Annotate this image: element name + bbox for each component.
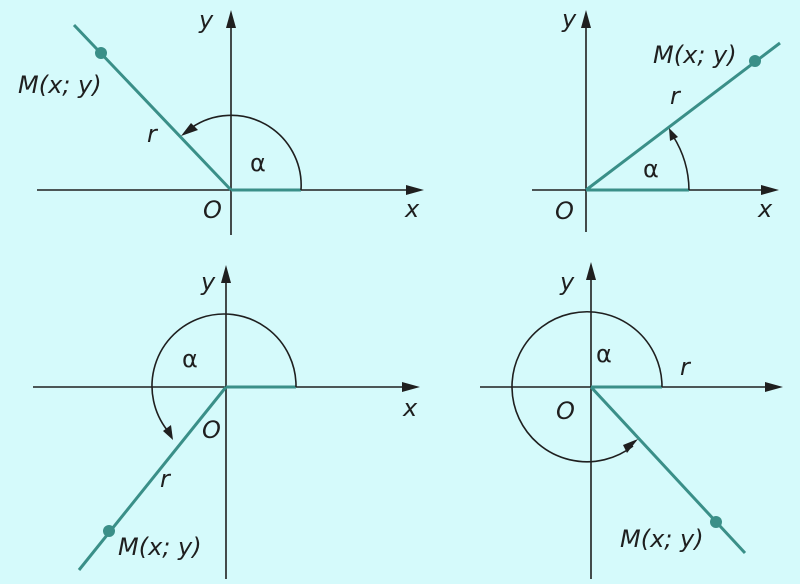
radius-label: r (680, 353, 692, 381)
panel-top-right: y x O α r M(x; y) (532, 5, 781, 232)
x-axis-label: x (402, 394, 418, 422)
x-axis-arrow-icon (406, 185, 424, 195)
angle-label: α (643, 155, 659, 183)
point-m (95, 47, 107, 59)
y-axis-arrow-icon (221, 265, 231, 283)
point-m (103, 525, 115, 537)
radius-label: r (160, 465, 172, 493)
radius-label: r (147, 120, 159, 148)
origin-label: O (556, 397, 575, 425)
x-axis-label: x (404, 195, 420, 223)
origin-label: O (202, 416, 221, 444)
point-m (710, 516, 722, 528)
y-axis-label: y (198, 6, 214, 34)
panel-bottom-right: y O α r M(x; y) (480, 262, 783, 579)
angle-arc-arrow-icon (181, 123, 198, 136)
radius-label: r (670, 82, 682, 110)
angle-arc (151, 313, 297, 431)
x-axis-arrow-icon (761, 185, 779, 195)
terminal-ray (77, 386, 228, 571)
angle-label: α (596, 340, 612, 368)
angle-arc-arrow-icon (623, 439, 638, 453)
point-label: M(x; y) (620, 525, 704, 553)
panel-top-left: y x O α r M(x; y) (18, 6, 424, 235)
y-axis-label: y (559, 268, 575, 296)
point-m (749, 55, 761, 67)
angle-label: α (250, 149, 266, 177)
terminal-ray (585, 41, 781, 192)
angle-arc-arrow-icon (669, 128, 678, 141)
x-axis-arrow-icon (765, 382, 783, 392)
y-axis-label: y (561, 5, 577, 33)
point-label: M(x; y) (653, 41, 737, 69)
x-axis-label: x (757, 195, 773, 223)
point-label: M(x; y) (118, 533, 202, 561)
y-axis-arrow-icon (226, 10, 236, 28)
y-axis-arrow-icon (581, 10, 591, 28)
point-label: M(x; y) (18, 71, 102, 99)
angle-arc-arrow-icon (163, 425, 173, 440)
angle-arc (511, 311, 663, 463)
origin-label: O (555, 197, 574, 225)
angle-arc (672, 135, 690, 191)
angle-label: α (182, 345, 198, 373)
origin-label: O (203, 196, 222, 224)
panel-bottom-left: y x O α r M(x; y) (33, 265, 420, 579)
x-axis-arrow-icon (402, 382, 420, 392)
angle-arc (190, 114, 302, 191)
y-axis-arrow-icon (586, 262, 596, 280)
y-axis-label: y (200, 268, 216, 296)
